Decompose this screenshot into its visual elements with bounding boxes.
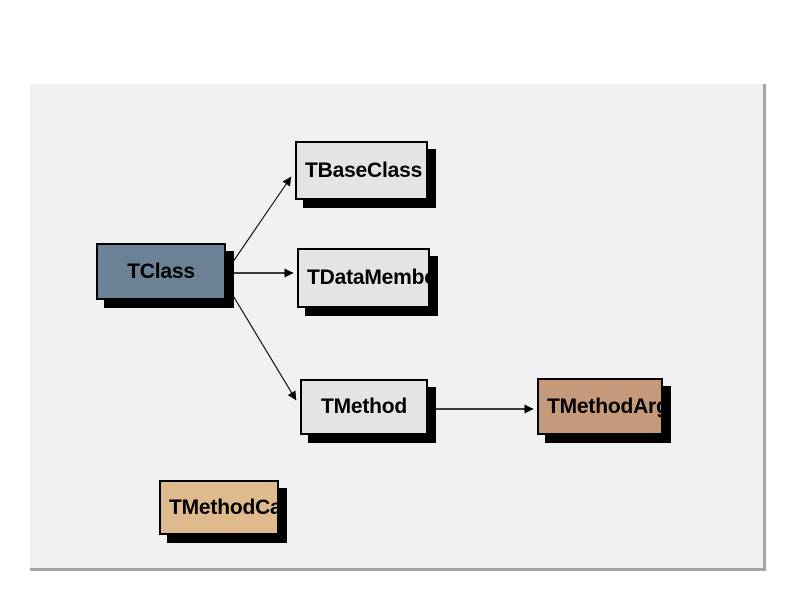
node-tmethod[interactable]: TMethod	[300, 379, 428, 435]
node-label-tmethodarg: TMethodArg	[547, 394, 663, 418]
node-tmethodarg[interactable]: TMethodArg	[537, 378, 663, 435]
node-tdatamember[interactable]: TDataMember	[297, 248, 430, 308]
node-tbaseclass[interactable]: TBaseClass	[295, 141, 428, 200]
node-label-tclass: TClass	[127, 259, 195, 283]
node-label-tbaseclass: TBaseClass	[305, 158, 423, 182]
node-label-tdatamember: TDataMember	[307, 266, 428, 289]
node-label-tmethodcall: TMethodCall	[169, 495, 277, 519]
node-label-tmethod: TMethod	[320, 395, 408, 418]
node-tmethodcall[interactable]: TMethodCall	[159, 480, 279, 535]
node-tclass[interactable]: TClass	[96, 243, 226, 300]
